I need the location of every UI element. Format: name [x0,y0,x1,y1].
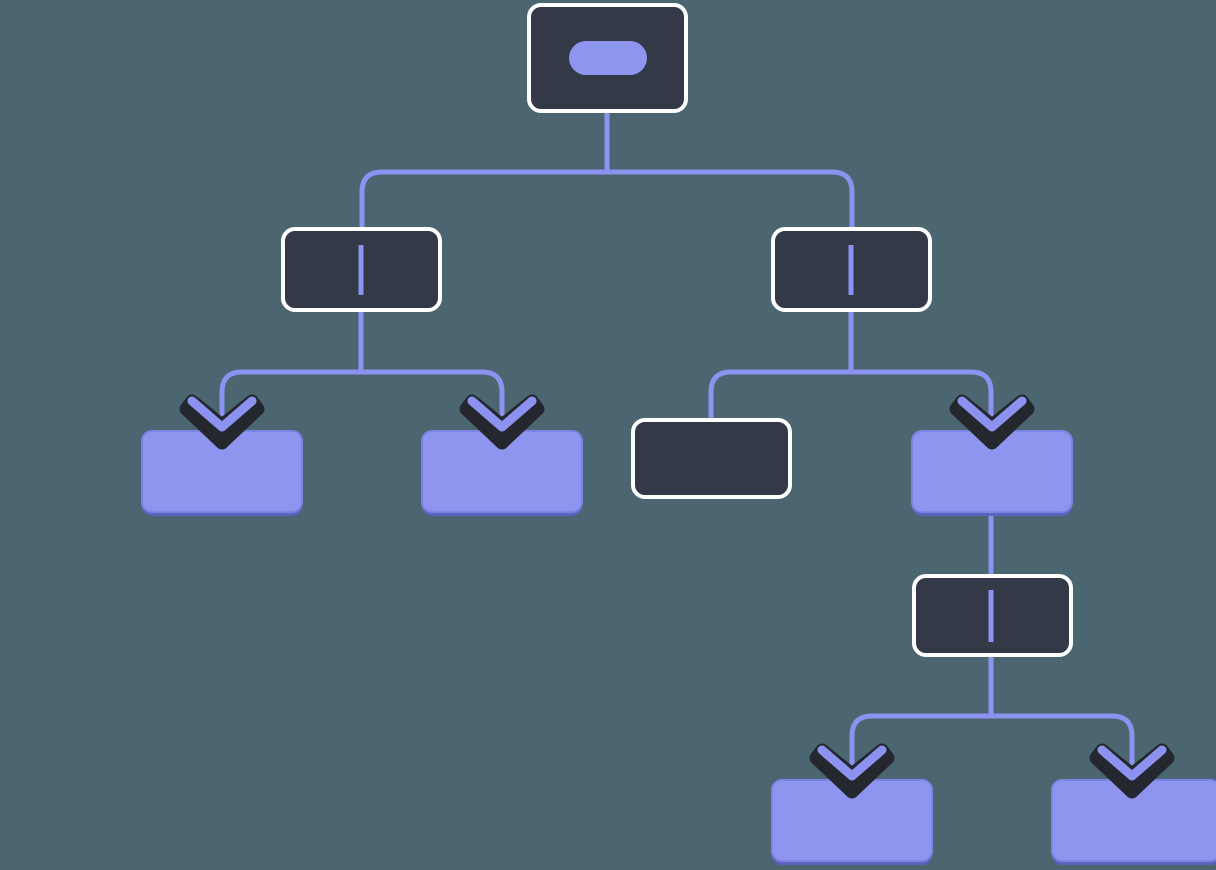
node-level2-d[interactable] [911,430,1073,516]
node-level2-c[interactable] [631,418,792,499]
node-root[interactable] [527,3,688,113]
node-level2-a[interactable] [141,430,303,516]
edge-bus-l1left-children [219,369,505,437]
edge-bus-l1right-children [708,369,994,437]
edge-bus-l3-children [849,713,1135,786]
node-level2-b[interactable] [421,430,583,516]
node-layer [141,3,1216,865]
node-level2-c-box[interactable] [631,418,792,499]
node-level4-a[interactable] [771,779,933,865]
node-root-pill-marker [569,41,647,75]
edge-bus-level1 [359,169,855,227]
